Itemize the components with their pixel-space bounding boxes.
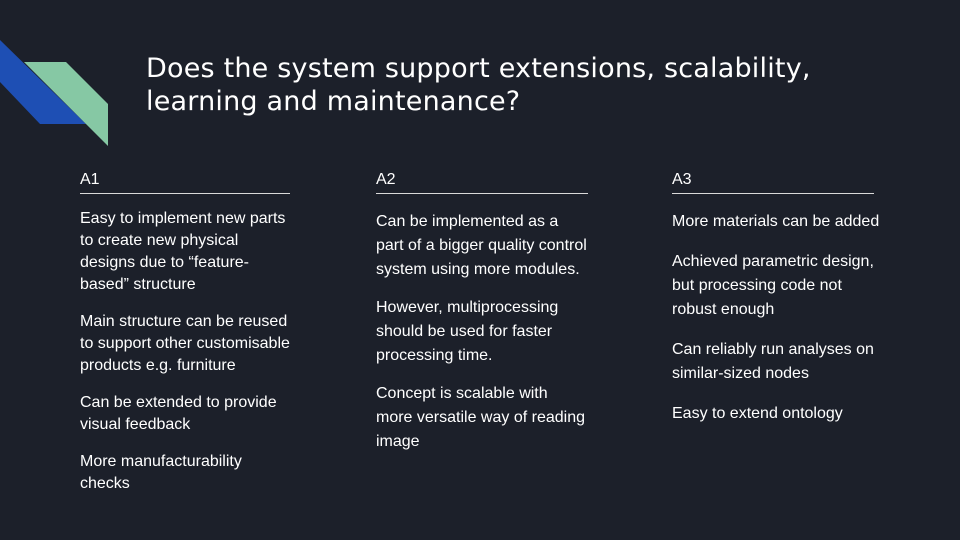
column-heading: A2 bbox=[376, 170, 588, 194]
column-body: More materials can be added Achieved par… bbox=[672, 208, 890, 426]
column-a3: A3 More materials can be added Achieved … bbox=[672, 170, 890, 442]
column-item: However, multiprocessing should be used … bbox=[376, 299, 559, 364]
column-heading: A3 bbox=[672, 170, 874, 194]
column-item: Can be implemented as a part of a bigger… bbox=[376, 213, 587, 278]
column-item: Concept is scalable with more versatile … bbox=[376, 385, 585, 450]
column-item: Achieved parametric design, but processi… bbox=[672, 253, 874, 318]
slide-title: Does the system support extensions, scal… bbox=[146, 53, 811, 117]
decor-green-stripe bbox=[24, 62, 108, 146]
decor-blue-stripe bbox=[0, 40, 86, 124]
column-a1: A1 Easy to implement new parts to create… bbox=[80, 170, 290, 510]
column-body: Easy to implement new parts to create ne… bbox=[80, 208, 290, 495]
column-item: Easy to implement new parts to create ne… bbox=[80, 210, 286, 293]
column-heading: A1 bbox=[80, 170, 290, 194]
corner-decoration bbox=[0, 40, 108, 146]
column-item: Main structure can be reused to support … bbox=[80, 313, 290, 374]
column-item: More materials can be added bbox=[672, 213, 880, 230]
column-a2: A2 Can be implemented as a part of a big… bbox=[376, 170, 588, 468]
column-item: Easy to extend ontology bbox=[672, 405, 843, 422]
column-item: Can be extended to provide visual feedba… bbox=[80, 394, 277, 433]
column-item: Can reliably run analyses on similar-siz… bbox=[672, 341, 874, 382]
column-item: More manufacturability checks bbox=[80, 453, 242, 492]
column-body: Can be implemented as a part of a bigger… bbox=[376, 208, 588, 454]
